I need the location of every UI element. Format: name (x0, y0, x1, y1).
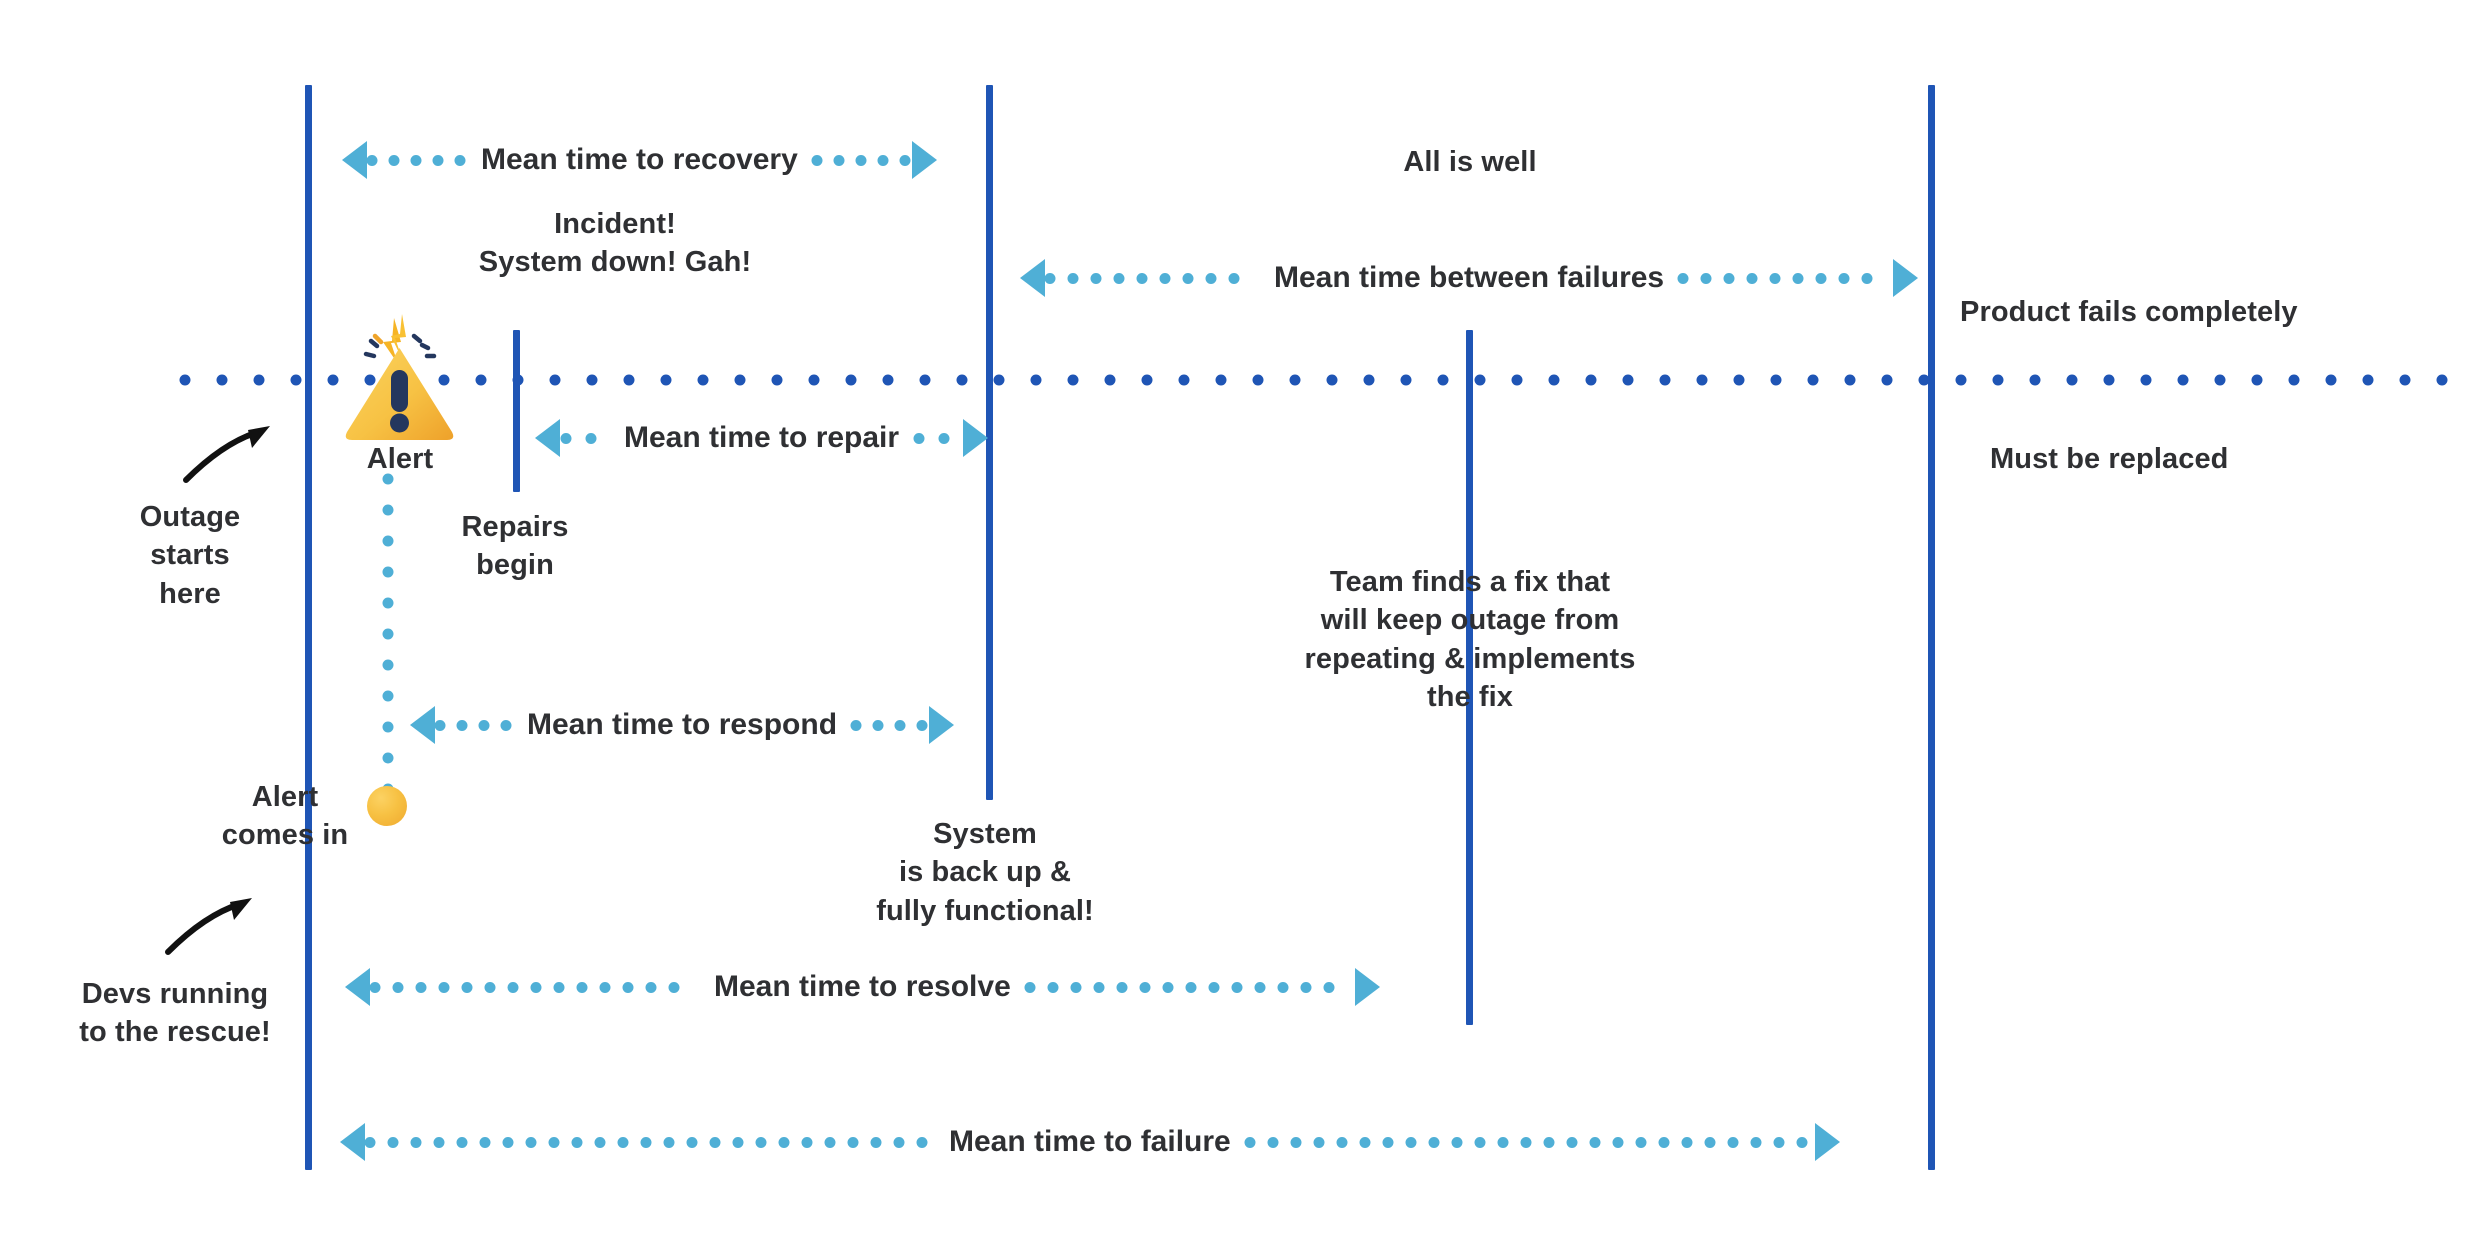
repairs-begin-label: Repairs begin (461, 511, 569, 582)
alert-comes-in-label: Alert comes in (221, 781, 349, 852)
measure-label: Mean time to failure (949, 1125, 1231, 1158)
timeline-marker-outage-start (305, 85, 312, 1170)
measure-label: Mean time to repair (624, 421, 900, 454)
alert-dot-icon (367, 786, 407, 826)
arrow-head-left-icon (410, 706, 435, 744)
measure-arrow-mean-time-to-repair: Mean time to repair (535, 418, 989, 458)
arrow-head-right-icon (963, 419, 989, 457)
arrow-dots-right (1024, 981, 1356, 993)
curved-arrow-icon-devs (160, 890, 270, 960)
measure-arrow-mean-time-to-failure: Mean time to failure (340, 1122, 1885, 1162)
arrow-dots-left (366, 154, 468, 166)
timeline-marker-repairs-begin (513, 330, 520, 492)
must-be-replaced-label: Must be replaced (1990, 443, 2229, 475)
devs-running-label: Devs running to the rescue! (79, 978, 271, 1049)
product-fails-label: Product fails completely (1960, 296, 2298, 328)
timeline-marker-fix-implemented (1466, 330, 1473, 1025)
alert-connector-dotted-line (382, 473, 394, 802)
arrow-head-right-icon (929, 706, 955, 744)
arrow-dots-left (434, 719, 514, 731)
measure-arrow-mean-time-to-recovery: Mean time to recovery (342, 140, 952, 180)
arrow-dots-left (1044, 272, 1261, 284)
measure-label: Mean time to resolve (714, 970, 1011, 1003)
measure-arrow-mean-time-to-respond: Mean time to respond (410, 705, 960, 745)
measure-arrow-mean-time-to-resolve: Mean time to resolve (345, 967, 1430, 1007)
arrow-head-left-icon (535, 419, 560, 457)
arrow-head-right-icon (1814, 1123, 1840, 1161)
alert-label: Alert (366, 443, 434, 475)
measure-label: Mean time between failures (1274, 261, 1665, 294)
arrow-dots-right (850, 719, 930, 731)
arrow-head-right-icon (1354, 968, 1380, 1006)
timeline-marker-product-fails (1928, 85, 1935, 1170)
arrow-head-left-icon (342, 141, 367, 179)
arrow-dots-right (1244, 1136, 1816, 1148)
arrow-head-right-icon (911, 141, 937, 179)
arrow-dots-right (1677, 272, 1894, 284)
measure-label: Mean time to recovery (481, 143, 798, 176)
incident-label: Incident! System down! Gah! (478, 208, 752, 279)
alert-triangle-icon (342, 312, 457, 442)
curved-arrow-icon-outage (178, 418, 288, 488)
arrow-dots-left (369, 981, 701, 993)
main-timeline-dotted-axis (179, 374, 2466, 386)
measure-arrow-mean-time-between-failures: Mean time between failures (1020, 258, 1919, 298)
arrow-dots-right (811, 154, 913, 166)
team-finds-fix-label: Team finds a fix that will keep outage f… (1304, 566, 1636, 713)
outage-starts-here-label: Outage starts here (139, 501, 241, 610)
measure-label: Mean time to respond (527, 708, 838, 741)
arrow-dots-right (913, 432, 963, 444)
arrow-head-right-icon (1893, 259, 1919, 297)
all-is-well-label: All is well (1403, 146, 1537, 178)
arrow-head-left-icon (340, 1123, 365, 1161)
timeline-marker-system-restored (986, 85, 993, 800)
arrow-dots-left (364, 1136, 936, 1148)
arrow-dots-left (560, 432, 610, 444)
system-back-up-label: System is back up & fully functional! (876, 818, 1094, 927)
arrow-head-left-icon (345, 968, 370, 1006)
arrow-head-left-icon (1020, 259, 1045, 297)
